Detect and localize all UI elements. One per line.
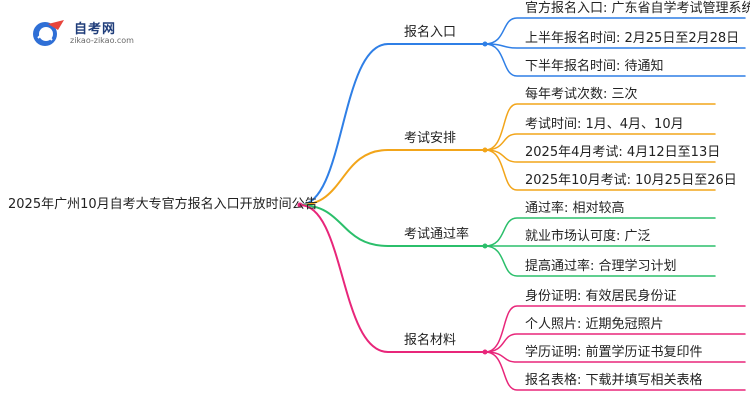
- branch-label-0: 报名入口: [404, 25, 457, 40]
- branch-3-item-1: 个人照片: 近期免冠照片: [525, 317, 664, 332]
- branch-3-item-0: 身份证明: 有效居民身份证: [525, 289, 677, 304]
- branch-label-2: 考试通过率: [404, 227, 470, 242]
- branch-1-item-2: 2025年4月考试: 4月12日至13日: [525, 145, 721, 160]
- item-connector-3-1: [484, 333, 746, 353]
- branch-label-1: 考试安排: [404, 131, 457, 146]
- branch-0-item-1: 上半年报名时间: 2月25日至2月28日: [525, 31, 740, 46]
- branch-3-item-2: 学历证明: 前置学历证书复印件: [525, 345, 703, 360]
- logo-mark-icon: [33, 20, 64, 46]
- branch-0-item-0: 官方报名入口: 广东省自学考试管理系统: [525, 1, 750, 16]
- branch-3-item-3: 报名表格: 下载并填写相关表格: [525, 373, 703, 388]
- branch-connector-3: [299, 204, 486, 353]
- item-connector-3-3: [484, 351, 746, 391]
- branch-connector-2: [299, 204, 486, 247]
- branch-connector-1: [299, 149, 486, 206]
- site-logo: 自考网 zikao-zikao.com: [30, 16, 140, 50]
- root-topic: 2025年广州10月自考大专官方报名入口开放时间公告: [8, 197, 318, 212]
- item-connector-1-3: [484, 149, 716, 191]
- logo-title: 自考网: [74, 22, 117, 37]
- branch-1-item-3: 2025年10月考试: 10月25日至26日: [525, 173, 737, 188]
- branch-1-item-1: 考试时间: 1月、4月、10月: [525, 117, 684, 132]
- item-connector-3-0: [484, 305, 746, 353]
- item-connector-2-2: [484, 245, 716, 277]
- logo-domain: zikao-zikao.com: [70, 36, 134, 45]
- branch-2-item-0: 通过率: 相对较高: [525, 201, 625, 216]
- branch-1-item-0: 每年考试次数: 三次: [525, 87, 638, 102]
- branch-2-item-2: 提高通过率: 合理学习计划: [525, 259, 677, 274]
- item-connector-1-1: [484, 133, 716, 151]
- item-connector-1-0: [484, 103, 716, 151]
- item-connector-0-0: [484, 17, 746, 45]
- branch-connector-0: [299, 43, 486, 206]
- item-connector-0-2: [484, 43, 746, 77]
- branch-0-item-2: 下半年报名时间: 待通知: [525, 59, 664, 74]
- item-connector-2-0: [484, 217, 716, 247]
- branch-label-3: 报名材料: [404, 333, 457, 348]
- branch-2-item-1: 就业市场认可度: 广泛: [525, 229, 651, 244]
- root-dot: [297, 202, 303, 208]
